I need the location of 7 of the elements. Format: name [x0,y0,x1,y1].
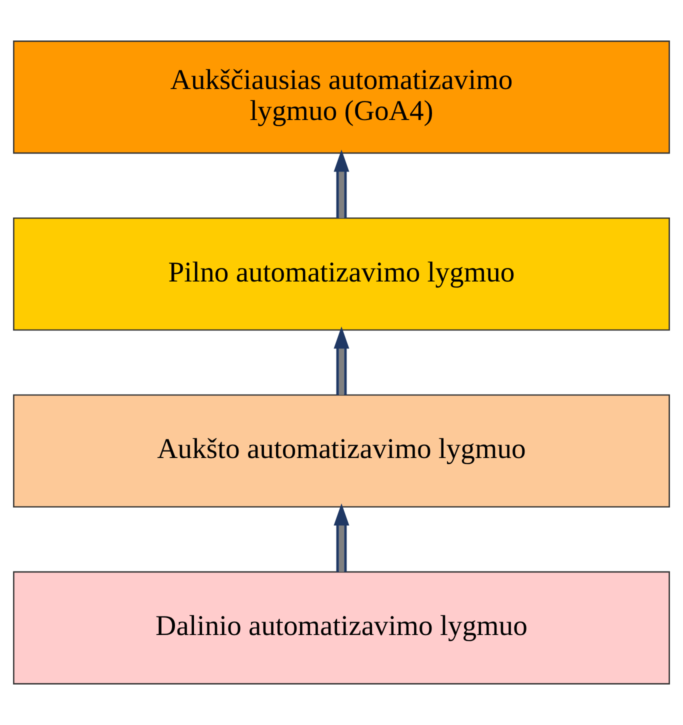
arrow [334,150,350,218]
node-box: Dalinio automatizavimo lygmuo [13,571,670,684]
arrow [334,326,350,395]
node-box: Aukščiausias automatizavimo lygmuo (GoA4) [13,40,670,154]
node-box: Pilno automatizavimo lygmuo [13,217,670,331]
arrow [334,503,350,572]
node-box: Aukšto automatizavimo lygmuo [13,394,670,508]
